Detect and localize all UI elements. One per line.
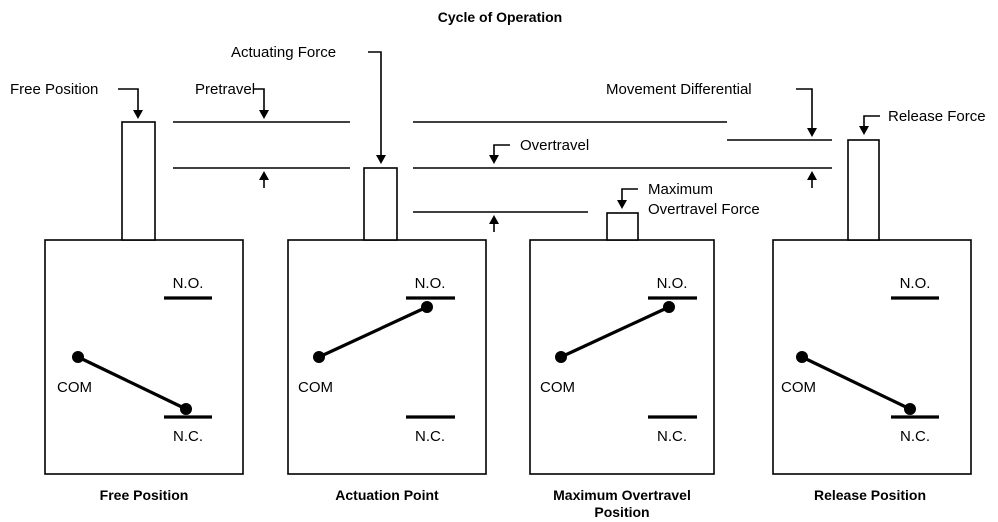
arrow-down-icon <box>807 128 817 137</box>
panel-maximum-overtravel-position: N.O. N.C. COM Maximum Overtravel Positio… <box>529 212 715 520</box>
panel-caption: Release Position <box>814 487 926 503</box>
overtravel-label: Overtravel <box>520 137 589 154</box>
com-pivot <box>796 351 808 363</box>
com-pivot <box>72 351 84 363</box>
switch-arm <box>77 355 187 411</box>
leader-line <box>796 88 813 128</box>
leader-line <box>254 88 265 110</box>
annotation-actuating-force: Actuating Force <box>231 44 386 164</box>
annotation-overtravel: Overtravel <box>489 137 589 232</box>
switch-arm <box>560 305 670 359</box>
nc-label: N.C. <box>173 428 203 445</box>
panel-release-position: N.O. N.C. COM Release Position <box>772 139 972 503</box>
annotation-free-position: Free Position <box>10 81 143 119</box>
com-label: COM <box>298 379 333 396</box>
arrow-down-icon <box>489 155 499 164</box>
arrow-up-icon <box>259 171 269 180</box>
nc-label: N.C. <box>900 428 930 445</box>
arm-tip <box>663 301 675 313</box>
plunger <box>847 139 880 241</box>
com-pivot <box>555 351 567 363</box>
annotation-release-force: Release Force <box>859 108 986 135</box>
actuating-force-label: Actuating Force <box>231 44 336 61</box>
plunger <box>363 167 398 241</box>
annotation-pretravel: Pretravel <box>195 81 269 188</box>
no-label: N.O. <box>657 275 688 292</box>
annotation-movement-differential: Movement Differential <box>606 81 817 188</box>
com-label: COM <box>540 379 575 396</box>
arm-tip <box>421 301 433 313</box>
panel-caption-line2: Position <box>594 504 649 520</box>
panel-caption: Actuation Point <box>335 487 439 503</box>
plunger <box>121 121 156 241</box>
leader-line <box>368 51 382 155</box>
arrow-up-icon <box>807 171 817 180</box>
nc-label: N.C. <box>657 428 687 445</box>
leader-line <box>118 88 139 110</box>
arrow-down-icon <box>133 110 143 119</box>
arrow-down-icon <box>259 110 269 119</box>
arrow-down-icon <box>376 155 386 164</box>
panel-actuation-point: N.O. N.C. COM Actuation Point <box>287 167 487 503</box>
panel-free-position: N.O. N.C. COM Free Position <box>44 121 244 503</box>
com-label: COM <box>781 379 816 396</box>
no-label: N.O. <box>415 275 446 292</box>
pretravel-label: Pretravel <box>195 81 255 98</box>
max-overtravel-force-label-line2: Overtravel Force <box>648 201 760 218</box>
max-overtravel-force-label-line1: Maximum <box>648 181 713 198</box>
arrow-down-icon <box>617 200 627 209</box>
arm-tip <box>180 403 192 415</box>
arrow-up-icon <box>489 215 499 224</box>
no-label: N.O. <box>900 275 931 292</box>
free-position-label: Free Position <box>10 81 98 98</box>
annotation-maximum-overtravel-force: Maximum Overtravel Force <box>617 181 760 218</box>
switch-arm <box>801 355 911 411</box>
movement-differential-label: Movement Differential <box>606 81 752 98</box>
switch-arm <box>318 305 428 359</box>
release-force-label: Release Force <box>888 108 986 125</box>
com-label: COM <box>57 379 92 396</box>
leader-line <box>493 144 510 155</box>
leader-line <box>621 188 638 200</box>
panel-caption: Maximum Overtravel <box>553 487 691 503</box>
nc-label: N.C. <box>415 428 445 445</box>
diagram-title: Cycle of Operation <box>438 9 562 25</box>
arrow-down-icon <box>859 126 869 135</box>
no-label: N.O. <box>173 275 204 292</box>
reference-lines <box>173 121 832 213</box>
plunger <box>606 212 639 241</box>
panel-caption: Free Position <box>100 487 189 503</box>
com-pivot <box>313 351 325 363</box>
leader-line <box>863 115 880 126</box>
arm-tip <box>904 403 916 415</box>
